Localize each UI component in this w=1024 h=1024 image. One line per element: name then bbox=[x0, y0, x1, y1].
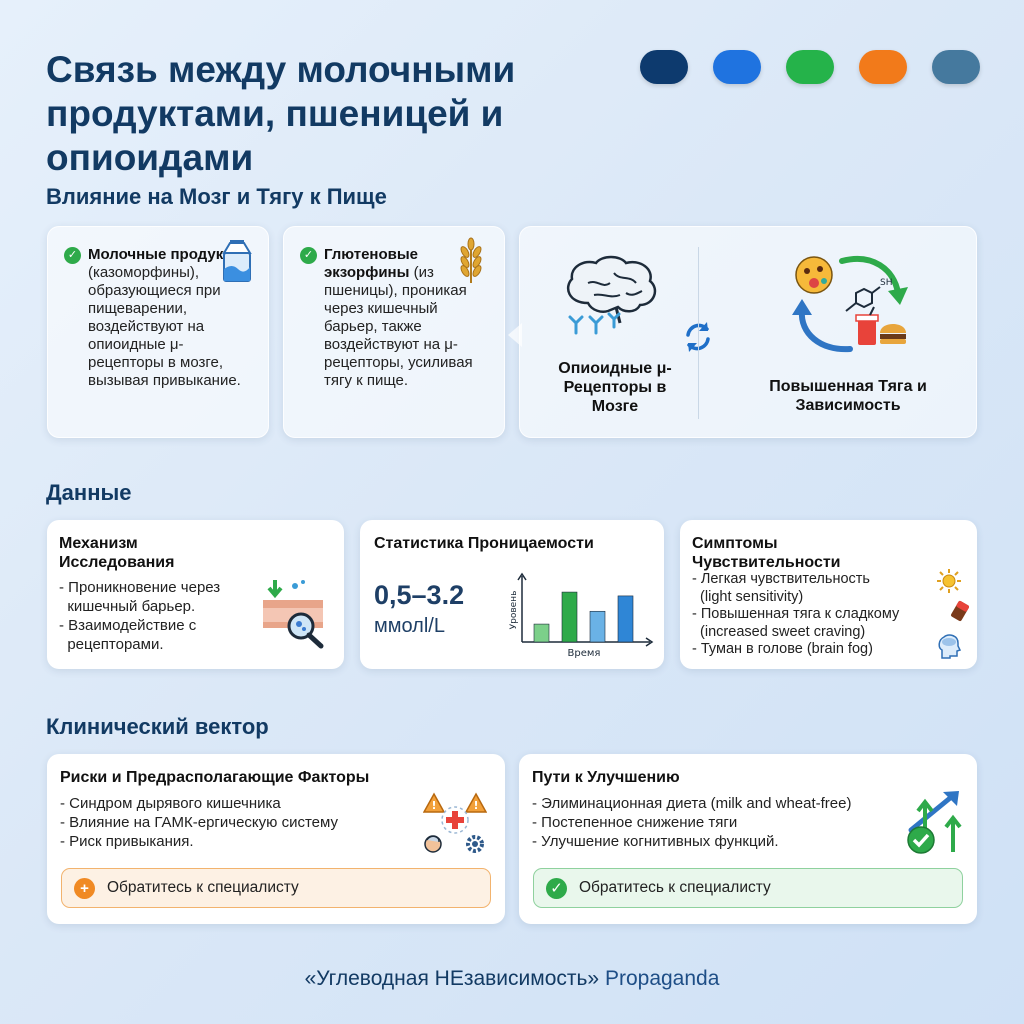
divider bbox=[698, 247, 699, 419]
improvement-arrows-icon bbox=[907, 791, 962, 854]
list-item: кишечный барьер. bbox=[59, 598, 196, 615]
dairy-description: (казоморфины), образующиеся при пищеваре… bbox=[88, 264, 241, 389]
section-data-heading: Данные bbox=[46, 480, 132, 505]
permeability-value: 0,5–3.2 bbox=[374, 580, 465, 610]
brain-fog-icon bbox=[938, 634, 962, 659]
check-icon: ✓ bbox=[64, 247, 81, 264]
chart-bar bbox=[561, 591, 578, 643]
dairy-text: Молочные продукты (казоморфины), образую… bbox=[88, 246, 248, 390]
improve-consult-button[interactable]: ✓ Обратитесь к специалисту bbox=[533, 868, 963, 908]
swatch-blue bbox=[713, 50, 761, 84]
chart-ylabel: Уровень bbox=[509, 591, 519, 630]
candy-icon bbox=[951, 600, 969, 622]
chart-bar bbox=[617, 595, 634, 643]
list-item: - Элиминационная диета (milk and wheat-f… bbox=[532, 795, 852, 812]
mechanism-card: Механизм Исследования - Проникновение че… bbox=[47, 520, 344, 669]
list-item: - Повышенная тяга к сладкому bbox=[692, 606, 900, 622]
craving-cycle-icon: SH bbox=[792, 255, 908, 353]
risks-consult-label: Обратитесь к специалисту bbox=[107, 879, 299, 896]
improve-consult-label: Обратитесь к специалисту bbox=[579, 879, 771, 896]
swatch-steel bbox=[932, 50, 980, 84]
mechanism-list: - Проникновение через кишечный барьер. -… bbox=[59, 578, 220, 654]
list-item: рецепторами. bbox=[59, 636, 164, 653]
brain-craving-card: Опиоидные μ-Рецепторы в Мозге SH Повышен… bbox=[508, 226, 977, 438]
receptors-label: Опиоидные μ-Рецепторы в Мозге bbox=[558, 360, 672, 415]
list-item: - Проникновение через bbox=[59, 579, 221, 596]
list-item: - Постепенное снижение тяги bbox=[532, 814, 738, 831]
section-brain-heading: Влияние на Мозг и Тягу к Пище bbox=[46, 184, 387, 209]
svg-text:!: ! bbox=[431, 799, 436, 812]
page-title: Связь между молочными продуктами, пшениц… bbox=[46, 49, 516, 178]
gluten-title: Глютеновые экзорфины bbox=[324, 246, 419, 281]
gluten-card: ✓ Глютеновые экзорфины (из пшеницы), про… bbox=[283, 226, 505, 438]
chart-bar bbox=[589, 610, 606, 643]
symptoms-card: Симптомы Чувствительности - Легкая чувст… bbox=[680, 520, 977, 669]
list-item: (increased sweet craving) bbox=[692, 623, 866, 640]
gluten-text: Глютеновые экзорфины (из пшеницы), прони… bbox=[324, 246, 484, 390]
list-item: - Риск привыкания. bbox=[60, 833, 194, 850]
svg-text:!: ! bbox=[473, 799, 478, 812]
improve-card: Пути к Улучшению - Элиминационная диета … bbox=[519, 754, 977, 924]
gluten-description: (из пшеницы), проникая через кишечный ба… bbox=[324, 264, 473, 389]
molecule-label: SH bbox=[880, 278, 892, 288]
mechanism-title: Механизм Исследования bbox=[59, 535, 175, 571]
check-icon: ✓ bbox=[300, 247, 317, 264]
list-item: - Влияние на ГАМК-ергическую систему bbox=[60, 814, 338, 831]
intestinal-barrier-icon bbox=[263, 580, 324, 649]
cycle-icon bbox=[686, 322, 710, 352]
plus-icon: + bbox=[74, 877, 95, 899]
footer-quote: «Углеводная НЕзависимость» bbox=[304, 967, 600, 990]
risks-list: - Синдром дырявого кишечника - Влияние н… bbox=[60, 794, 338, 851]
risk-factors-icon: ! ! bbox=[423, 792, 487, 853]
swatch-orange bbox=[859, 50, 907, 84]
chart-xlabel: Время bbox=[568, 648, 601, 659]
list-item: - Легкая чувствительность bbox=[692, 571, 870, 587]
brain-icon bbox=[567, 255, 657, 335]
footer: «Углеводная НЕзависимость» Propaganda bbox=[0, 967, 1024, 991]
permeability-card: Статистика Проницаемости 0,5–3.2 ммолl/L… bbox=[360, 520, 664, 669]
permeability-chart: Уровень Время bbox=[509, 572, 654, 659]
list-item: - Улучшение когнитивных функций. bbox=[532, 833, 779, 850]
dairy-title: Молочные продукты bbox=[88, 246, 244, 263]
swatch-green bbox=[786, 50, 834, 84]
risks-card: Риски и Предрасполагающие Факторы - Синд… bbox=[47, 754, 505, 924]
list-item: - Взаимодействие с bbox=[59, 617, 197, 634]
list-item: (light sensitivity) bbox=[692, 588, 804, 605]
permeability-title: Статистика Проницаемости bbox=[374, 535, 594, 552]
check-icon: ✓ bbox=[546, 877, 567, 899]
color-palette bbox=[640, 50, 980, 84]
wheat-icon bbox=[460, 237, 482, 283]
risks-title: Риски и Предрасполагающие Факторы bbox=[60, 769, 370, 786]
footer-brand: Propaganda bbox=[604, 967, 720, 990]
sun-icon bbox=[937, 569, 961, 593]
craving-label: Повышенная Тяга и Зависимость bbox=[769, 378, 927, 414]
improve-list: - Элиминационная диета (milk and wheat-f… bbox=[532, 794, 851, 851]
swatch-navy bbox=[640, 50, 688, 84]
permeability-unit: ммолl/L bbox=[374, 615, 445, 637]
chart-bar bbox=[533, 623, 550, 643]
milk-carton-icon bbox=[222, 240, 252, 282]
symptoms-list: - Легкая чувствительность (light sensiti… bbox=[692, 571, 899, 659]
section-clinical-heading: Клинический вектор bbox=[46, 714, 269, 739]
pointer-notch bbox=[508, 323, 522, 347]
list-item: - Туман в голове (brain fog) bbox=[692, 641, 873, 657]
symptoms-title: Симптомы Чувствительности bbox=[692, 535, 841, 571]
risks-consult-button[interactable]: + Обратитесь к специалисту bbox=[61, 868, 491, 908]
improve-title: Пути к Улучшению bbox=[532, 769, 680, 786]
list-item: - Синдром дырявого кишечника bbox=[60, 795, 281, 812]
dairy-card: ✓ Молочные продукты (казоморфины), образ… bbox=[47, 226, 269, 438]
